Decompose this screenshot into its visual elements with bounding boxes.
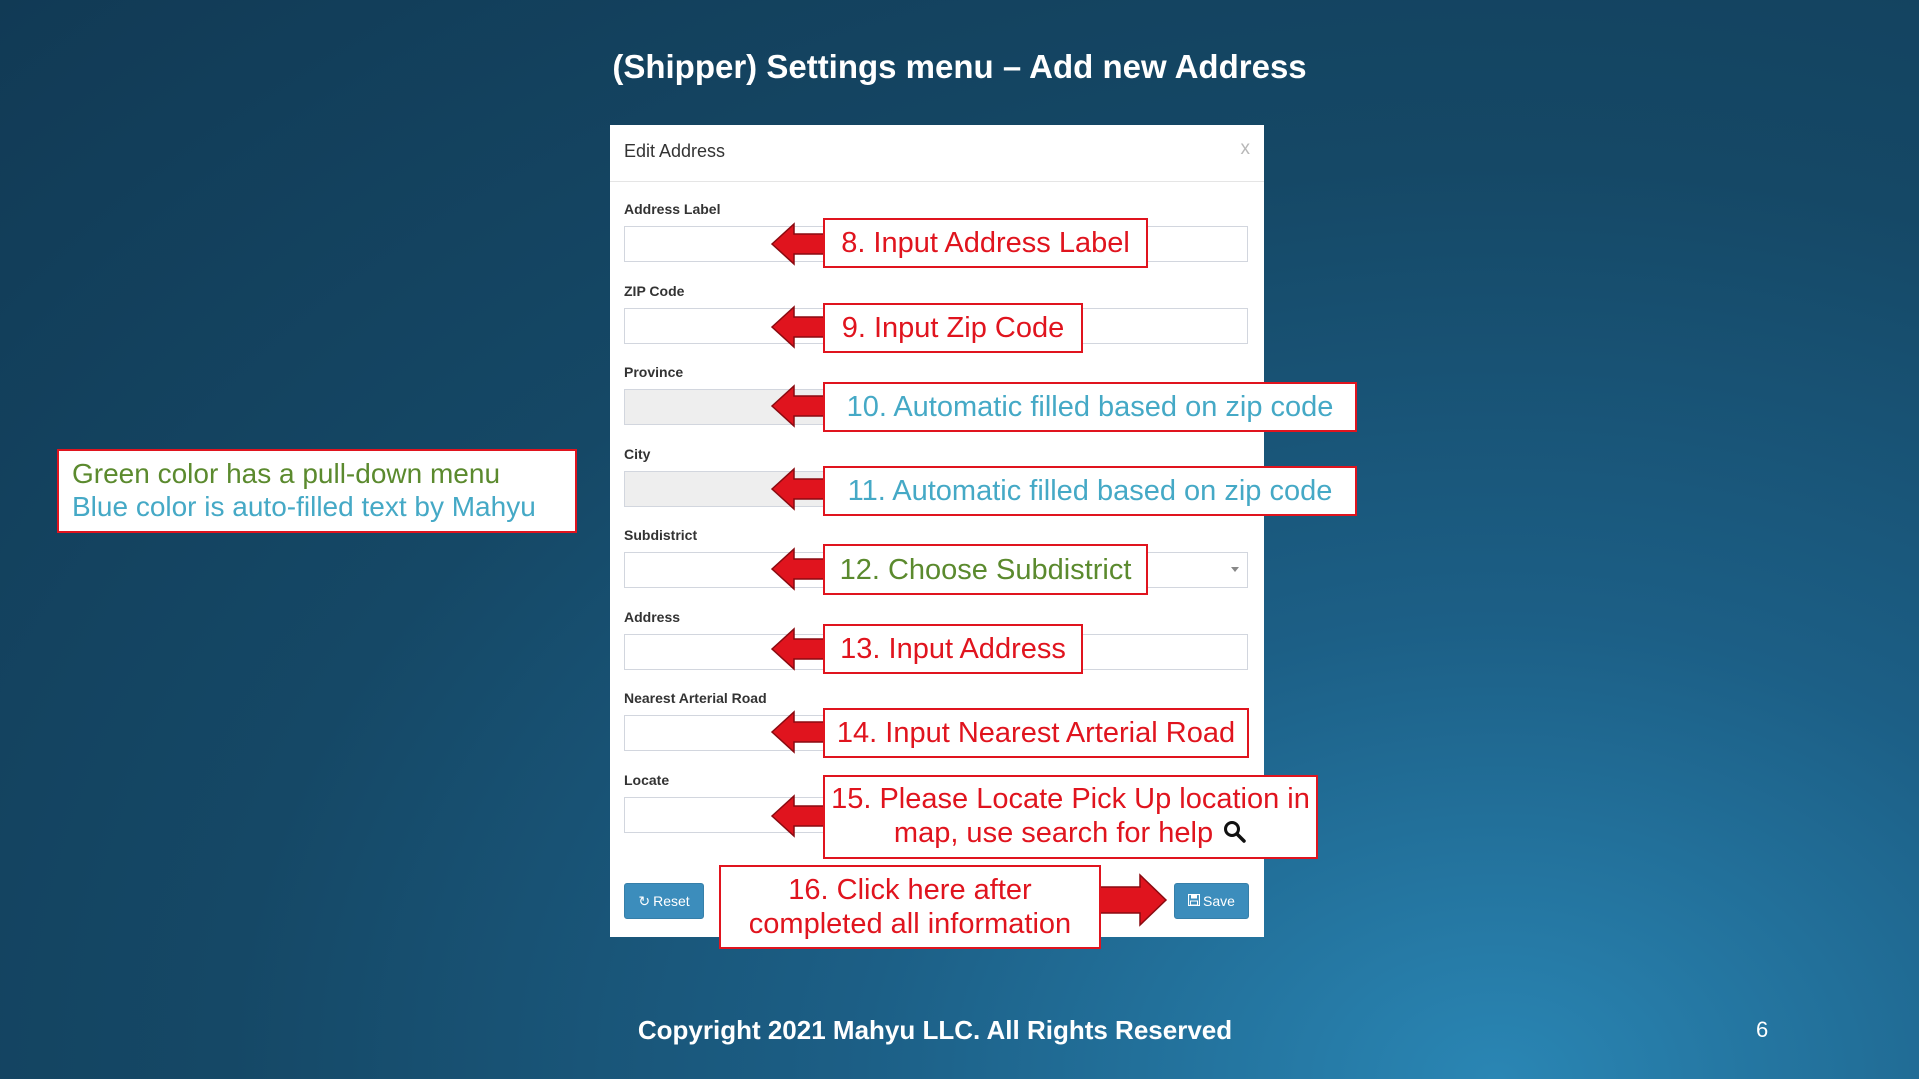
- arrow-left-icon: [770, 710, 825, 754]
- locate-label: Locate: [624, 772, 670, 788]
- callout-12-text: 12. Choose Subdistrict: [839, 553, 1132, 586]
- arrow-right-icon: [1099, 873, 1168, 927]
- arrow-left-icon: [770, 384, 825, 428]
- copyright-footer: Copyright 2021 Mahyu LLC. All Rights Res…: [637, 1015, 1233, 1045]
- save-button-label: Save: [1203, 893, 1235, 909]
- callout-15-text-line2: map, use search for help: [893, 817, 1214, 850]
- callout-12: 12. Choose Subdistrict: [823, 544, 1148, 595]
- arrow-left-icon: [770, 627, 825, 671]
- city-label: City: [624, 446, 651, 462]
- callout-10-text: 10. Automatic filled based on zip code: [846, 391, 1334, 423]
- callout-14: 14. Input Nearest Arterial Road: [823, 708, 1249, 758]
- callout-13-text: 13. Input Address: [840, 633, 1066, 665]
- zip-code-label: ZIP Code: [624, 283, 685, 299]
- chevron-down-icon: [1231, 567, 1239, 572]
- arrow-left-icon: [770, 305, 825, 349]
- dialog-header: Edit Address x: [610, 125, 1264, 182]
- callout-15-line2: map, use search for help: [894, 816, 1247, 851]
- save-icon: [1187, 893, 1201, 909]
- callout-16-text-line1: 16. Click here after: [788, 874, 1032, 906]
- address-label-label: Address Label: [624, 201, 721, 217]
- arrow-left-icon: [770, 222, 825, 266]
- province-label: Province: [624, 364, 684, 380]
- callout-11-text: 11. Automatic filled based on zip code: [847, 475, 1333, 507]
- callout-11: 11. Automatic filled based on zip code: [823, 466, 1357, 516]
- slide-title: (Shipper) Settings menu – Add new Addres…: [612, 48, 1307, 85]
- color-legend: Green color has a pull-down menu Blue co…: [57, 449, 577, 533]
- callout-15-text-line1: 15. Please Locate Pick Up location in: [831, 783, 1310, 816]
- close-icon[interactable]: x: [1240, 138, 1251, 159]
- legend-blue-text: Blue color is auto-filled text by Mahyu: [72, 491, 536, 522]
- page-number: 6: [1756, 1017, 1769, 1042]
- callout-16: 16. Click here after completed all infor…: [719, 865, 1101, 949]
- save-button[interactable]: Save: [1174, 883, 1249, 919]
- reset-button-label: Reset: [653, 893, 690, 909]
- callout-8: 8. Input Address Label: [823, 218, 1148, 268]
- callout-9-text: 9. Input Zip Code: [841, 312, 1065, 344]
- callout-8-text: 8. Input Address Label: [841, 227, 1130, 259]
- callout-15: 15. Please Locate Pick Up location in ma…: [823, 775, 1318, 859]
- address-label: Address: [624, 609, 681, 625]
- callout-13: 13. Input Address: [823, 624, 1083, 674]
- callout-16-text-line2: completed all information: [748, 908, 1072, 940]
- callout-10: 10. Automatic filled based on zip code: [823, 382, 1357, 432]
- dialog-title: Edit Address: [624, 141, 726, 161]
- subdistrict-label: Subdistrict: [624, 527, 698, 543]
- callout-9: 9. Input Zip Code: [823, 303, 1083, 353]
- arrow-left-icon: [770, 794, 825, 838]
- arrow-left-icon: [770, 467, 825, 511]
- nearest-arterial-road-label: Nearest Arterial Road: [624, 690, 767, 706]
- reset-button[interactable]: ↻ Reset: [624, 883, 704, 919]
- refresh-icon: ↻: [638, 892, 651, 909]
- legend-green-text: Green color has a pull-down menu: [72, 458, 501, 489]
- arrow-left-icon: [770, 547, 825, 591]
- callout-14-text: 14. Input Nearest Arterial Road: [836, 717, 1236, 749]
- search-icon: [1223, 818, 1247, 852]
